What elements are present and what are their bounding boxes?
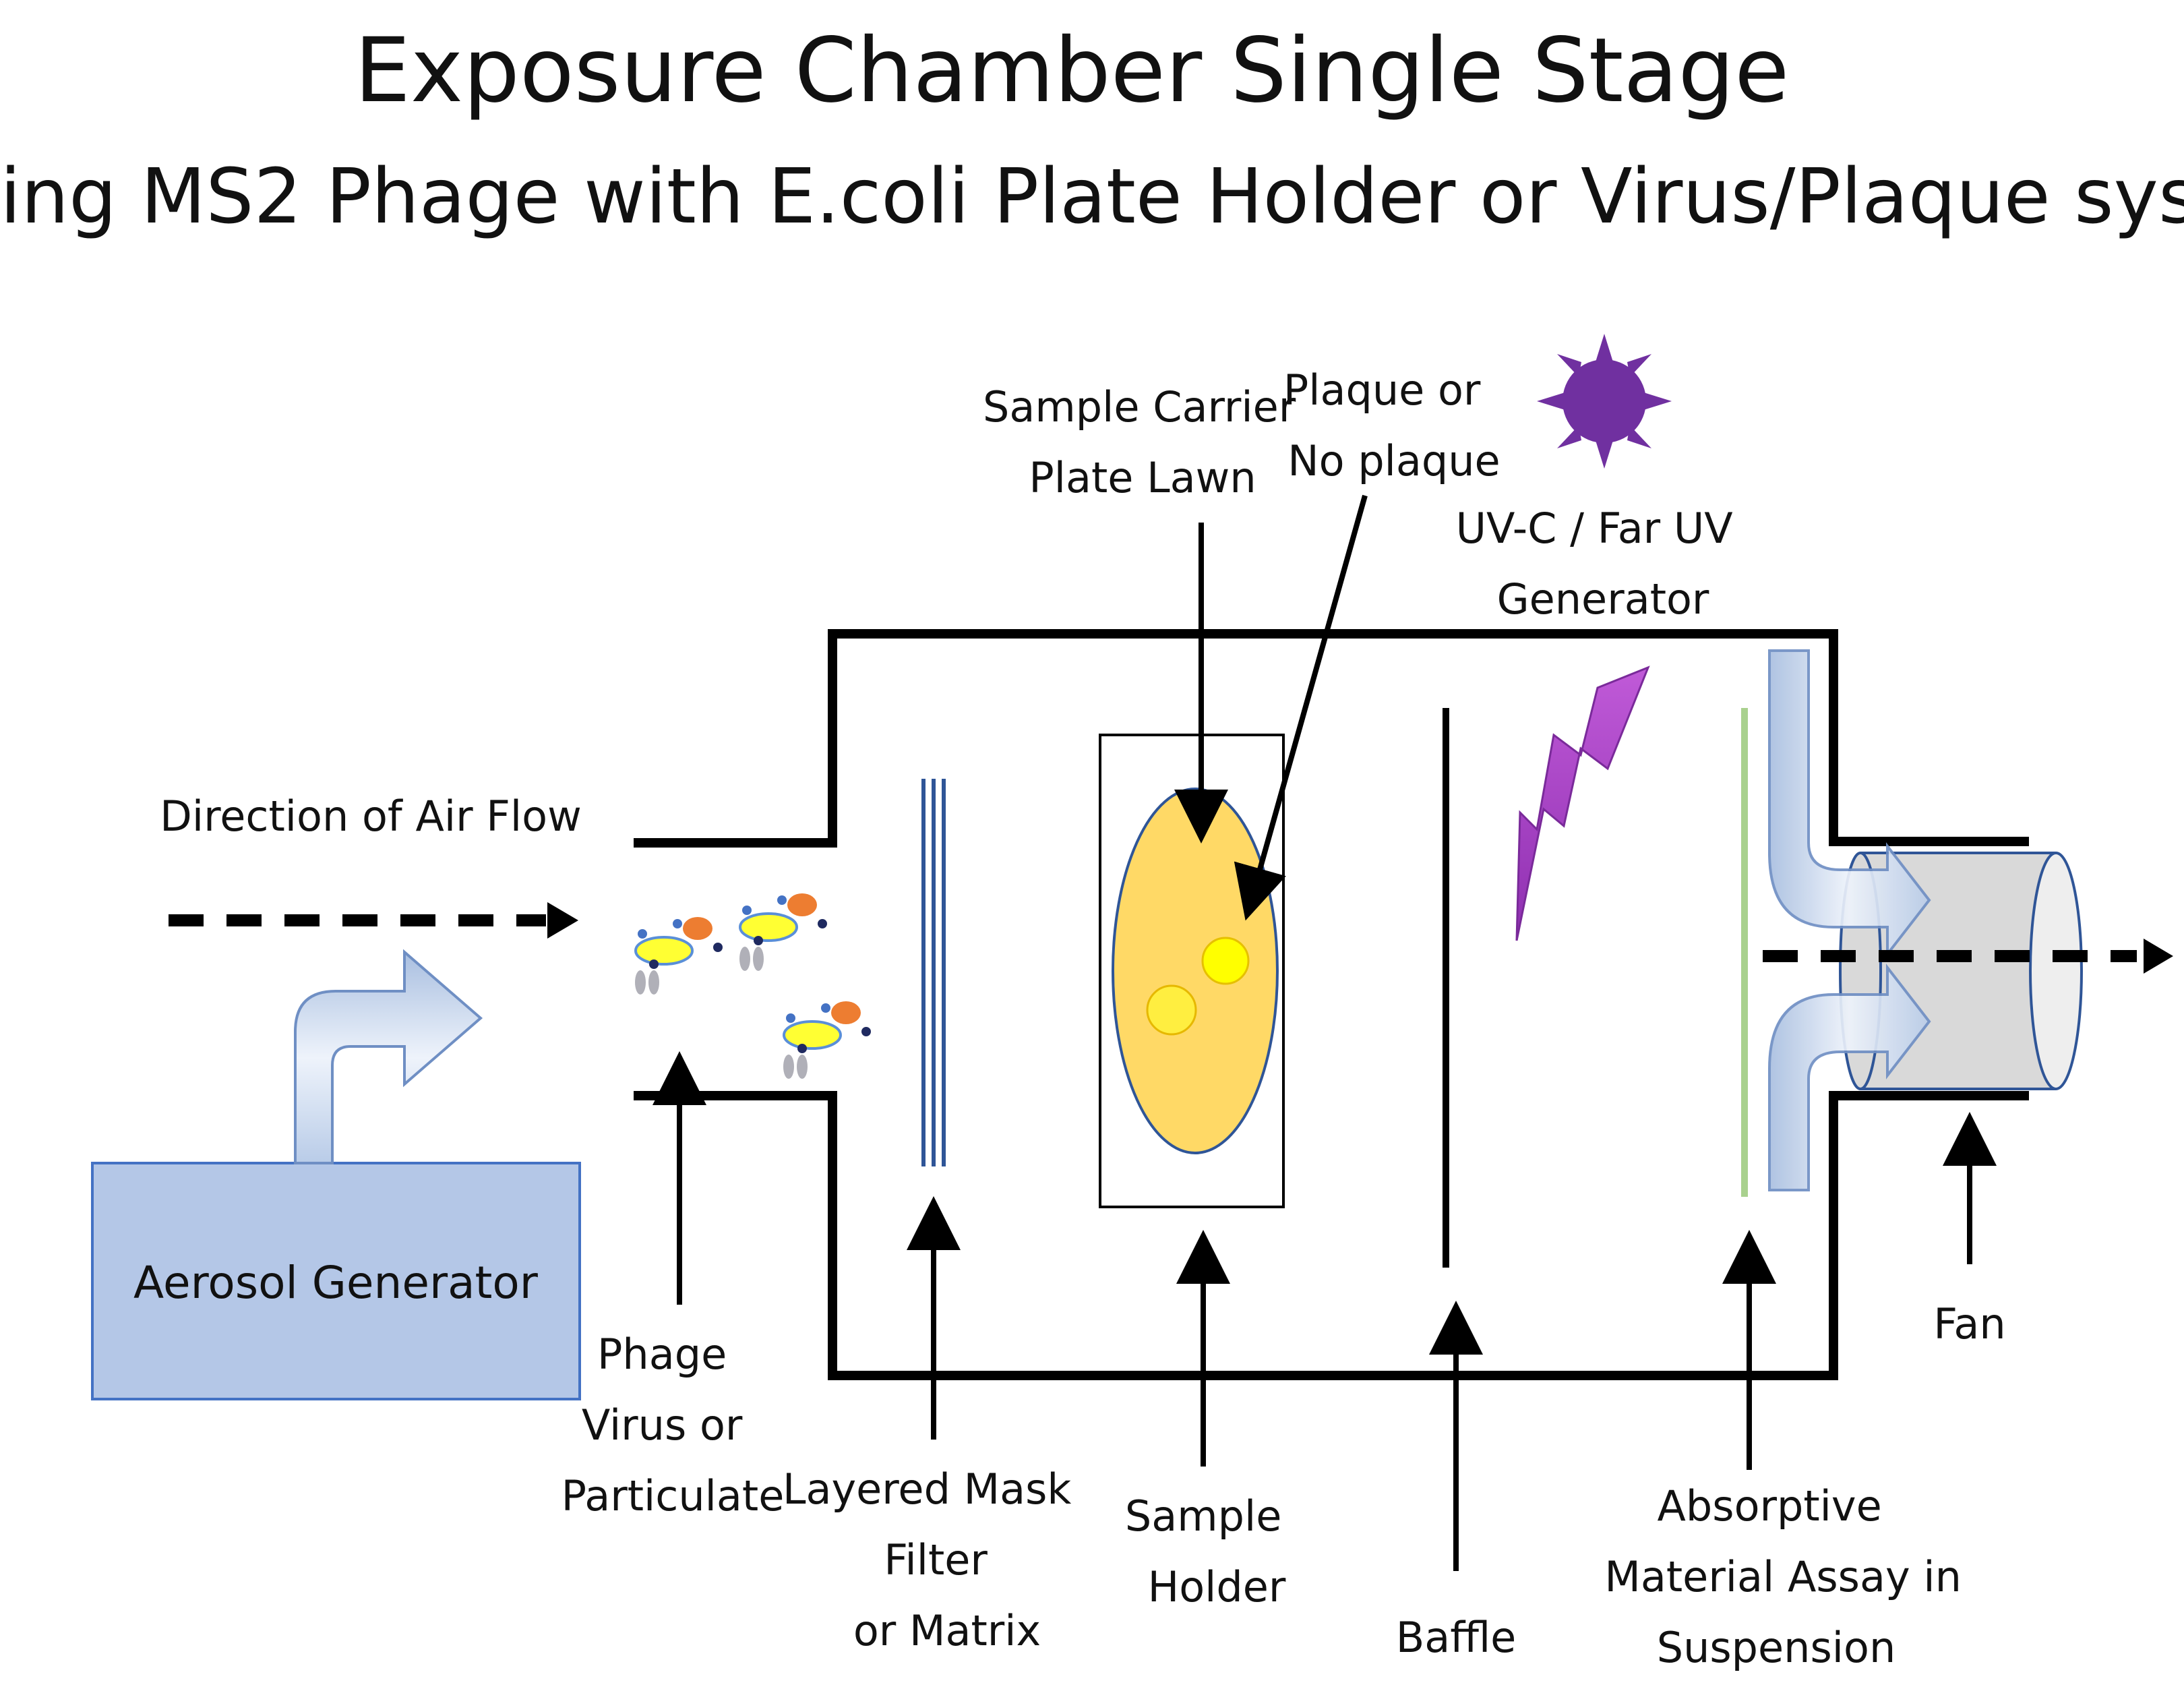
sample-carrier-label: Sample Carrier Plate Lawn — [983, 382, 1309, 502]
sample-holder-label-line-2: Holder — [1148, 1562, 1286, 1611]
curved-arrow-icon — [1768, 649, 1931, 958]
phage-label-line-3: Particulate — [562, 1471, 785, 1520]
sun-icon — [1537, 334, 1672, 469]
plaque-label-line-1: Plaque or — [1283, 365, 1481, 415]
phage-label-line-2: Virus or — [582, 1400, 743, 1450]
plaque-label-line-2: No plaque — [1287, 436, 1500, 485]
sample-holder — [1099, 734, 1285, 1208]
mask-filter-label-line-2: Filter — [884, 1535, 988, 1585]
air-flow-arrowhead — [547, 902, 578, 939]
baffle-label: Baffle — [1396, 1613, 1517, 1662]
absorptive-label-line-2: Material Assay in — [1604, 1552, 1962, 1601]
plaque-pointer-arrow — [1234, 494, 1368, 921]
aerosol-generator-label: Aerosol Generator — [133, 1257, 539, 1309]
absorptive-label: Absorptive Material Assay in Suspension — [1604, 1481, 1974, 1672]
sample-holder-label: Sample Holder — [1125, 1491, 1295, 1611]
sample-carrier-label-line-1: Sample Carrier — [983, 382, 1296, 432]
uv-generator-label-line-1: UV-C / Far UV — [1456, 504, 1733, 553]
chamber-walls — [634, 629, 2029, 1380]
curved-arrow-icon — [294, 949, 483, 1164]
plaque-spot — [1201, 937, 1250, 985]
sample-carrier-label-line-2: Plate Lawn — [1029, 453, 1256, 502]
absorptive-label-line-3: Suspension — [1657, 1623, 1896, 1672]
aerosol-generator: Aerosol Generator — [91, 1162, 581, 1400]
outlet-arrowhead — [2144, 939, 2173, 974]
mask-filter-label: Layered Mask Filter or Matrix — [783, 1464, 1085, 1655]
phage-label-line-1: Phage — [597, 1330, 727, 1379]
uv-generator-label-line-2: Generator — [1497, 574, 1709, 624]
mask-filter-label-line-3: or Matrix — [853, 1606, 1041, 1655]
air-flow-label: Direction of Air Flow — [160, 792, 582, 841]
phage-particle-icon — [783, 1001, 871, 1079]
plaque-spot — [1146, 984, 1197, 1036]
uv-generator-label: UV-C / Far UV Generator — [1456, 504, 1747, 624]
lightning-bolt-icon — [1515, 665, 1650, 941]
phage-particle-icon — [739, 893, 827, 971]
phage-label: Phage Virus or Particulate — [562, 1330, 785, 1520]
layered-mask-filter — [921, 779, 946, 1166]
plate-lawn — [1112, 788, 1279, 1154]
curved-arrow-icon — [1768, 964, 1931, 1191]
sample-holder-label-line-1: Sample — [1125, 1491, 1281, 1541]
fan-label: Fan — [1933, 1299, 2005, 1349]
mask-filter-label-line-1: Layered Mask — [783, 1464, 1071, 1514]
plaque-label: Plaque or No plaque — [1283, 365, 1500, 485]
page-subtitle: Showing MS2 Phage with E.coli Plate Hold… — [0, 153, 2184, 241]
phage-particle-icon — [634, 917, 723, 995]
page-title: Exposure Chamber Single Stage — [355, 19, 1790, 123]
phage-particles — [634, 893, 871, 1079]
absorptive-label-line-1: Absorptive — [1658, 1481, 1882, 1531]
